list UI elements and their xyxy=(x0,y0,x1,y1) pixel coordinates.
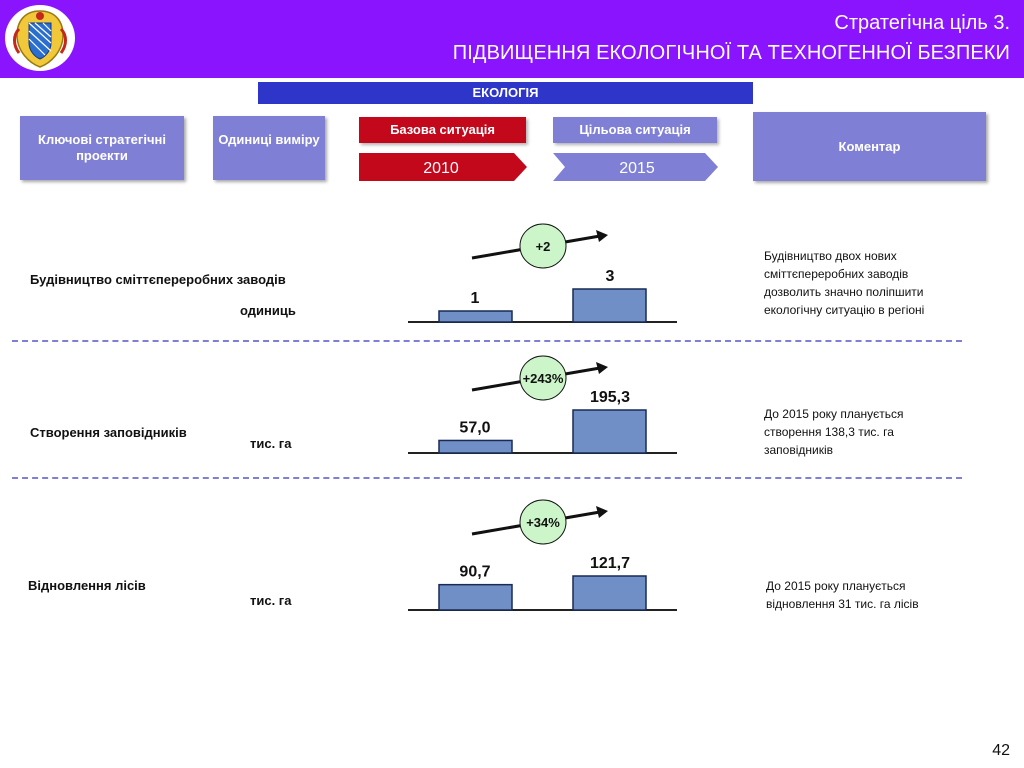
section-title: ЕКОЛОГІЯ xyxy=(258,82,753,104)
base-bar xyxy=(438,583,513,611)
base-bar xyxy=(438,310,513,323)
column-header-units: Одиниці виміру xyxy=(213,116,325,180)
column-header-target: Цільова ситуація xyxy=(553,117,717,143)
base-year-label: 2010 xyxy=(423,160,459,177)
target-value-label: 3 xyxy=(606,268,615,285)
target-value-label: 195,3 xyxy=(590,389,630,406)
comment-reserves: До 2015 року планується створення 138,3 … xyxy=(764,407,904,457)
base-year-arrow: 2010 xyxy=(359,153,527,181)
row-divider xyxy=(12,340,962,342)
trend-arrowhead xyxy=(596,506,608,518)
target-value-label: 121,7 xyxy=(590,555,630,572)
base-bar xyxy=(438,439,513,454)
unit-label-reserves: тис. га xyxy=(250,436,292,451)
target-year-label: 2015 xyxy=(619,160,655,177)
page-title-line1: Стратегічна ціль 3. xyxy=(834,12,1010,34)
target-bar xyxy=(572,409,647,454)
base-value-label: 90,7 xyxy=(459,564,490,581)
coat-of-arms-logo xyxy=(5,5,75,71)
base-value-label: 1 xyxy=(471,290,480,307)
page-number: 42 xyxy=(992,742,1010,759)
project-label-reserves: Створення заповідників xyxy=(30,425,187,440)
row-divider xyxy=(12,477,962,479)
base-value-label: 57,0 xyxy=(459,419,490,436)
comment-forests: До 2015 року планується відновлення 31 т… xyxy=(766,579,919,611)
project-label-waste-plants: Будівництво сміттєпереробних заводів xyxy=(30,272,286,287)
trend-arrowhead xyxy=(596,362,608,374)
project-label-forests: Відновлення лісів xyxy=(28,578,146,593)
column-header-base: Базова ситуація xyxy=(359,117,526,143)
page-title-line2: ПІДВИЩЕННЯ ЕКОЛОГІЧНОЇ ТА ТЕХНОГЕННОЇ БЕ… xyxy=(452,42,1010,64)
change-label: +2 xyxy=(536,239,551,254)
trend-arrowhead xyxy=(596,230,608,242)
column-header-projects: Ключові стратегічні проекти xyxy=(20,116,184,180)
change-bubble xyxy=(519,223,567,269)
change-bubble xyxy=(519,499,567,545)
target-bar xyxy=(572,288,647,323)
target-bar xyxy=(572,575,647,611)
comment-waste-plants: Будівництво двох нових сміттєпереробних … xyxy=(764,249,925,317)
change-bubble xyxy=(519,355,567,401)
change-label: +34% xyxy=(526,515,560,530)
unit-label-waste-plants: одиниць xyxy=(240,303,296,318)
change-label: +243% xyxy=(523,371,564,386)
unit-label-forests: тис. га xyxy=(250,593,292,608)
column-header-comment: Коментар xyxy=(753,112,986,181)
title-bar: Стратегічна ціль 3. ПІДВИЩЕННЯ ЕКОЛОГІЧН… xyxy=(0,0,1024,78)
target-year-arrow: 2015 xyxy=(553,153,718,181)
